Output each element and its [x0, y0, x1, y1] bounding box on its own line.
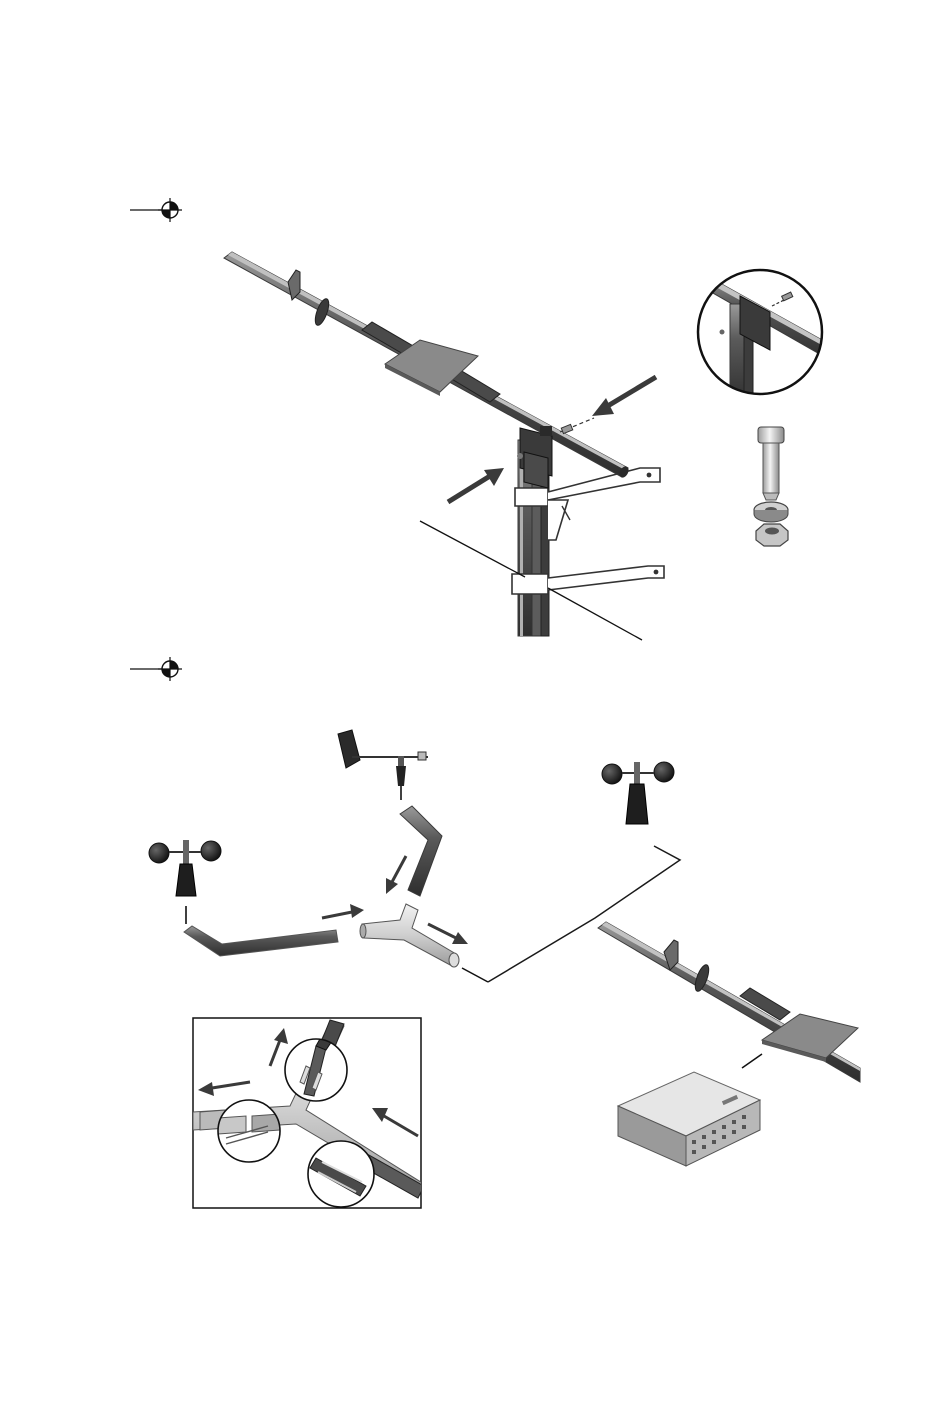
- arrow-icon: [386, 856, 406, 894]
- washer-icon: [754, 502, 788, 522]
- detail-magnifier: [218, 1100, 280, 1162]
- data-logger-icon: [618, 1072, 760, 1166]
- arrow-icon: [448, 468, 504, 502]
- connector-detail-inset: [193, 1018, 424, 1208]
- vane-cable: [400, 806, 442, 896]
- sensor-wiring-assembly: [149, 730, 860, 1208]
- arrow-icon: [592, 377, 656, 416]
- bolt-icon: [758, 427, 784, 500]
- crossarm-mast-assembly: [224, 252, 664, 640]
- detail-magnifier: [308, 1141, 374, 1207]
- registration-mark-icon: [130, 657, 182, 681]
- nut-icon: [756, 524, 788, 546]
- wind-vane-icon: [338, 730, 428, 800]
- crossarm-rod: [224, 252, 630, 488]
- anemometer-cable: [184, 926, 338, 956]
- registration-mark-icon: [130, 198, 182, 222]
- y-connector-icon: [360, 904, 459, 967]
- detail-magnifier: [690, 270, 840, 404]
- crossarm-rod: [598, 922, 860, 1082]
- anemometer-icon: [602, 762, 674, 824]
- arrow-icon: [322, 904, 364, 918]
- anemometer-icon: [149, 840, 221, 924]
